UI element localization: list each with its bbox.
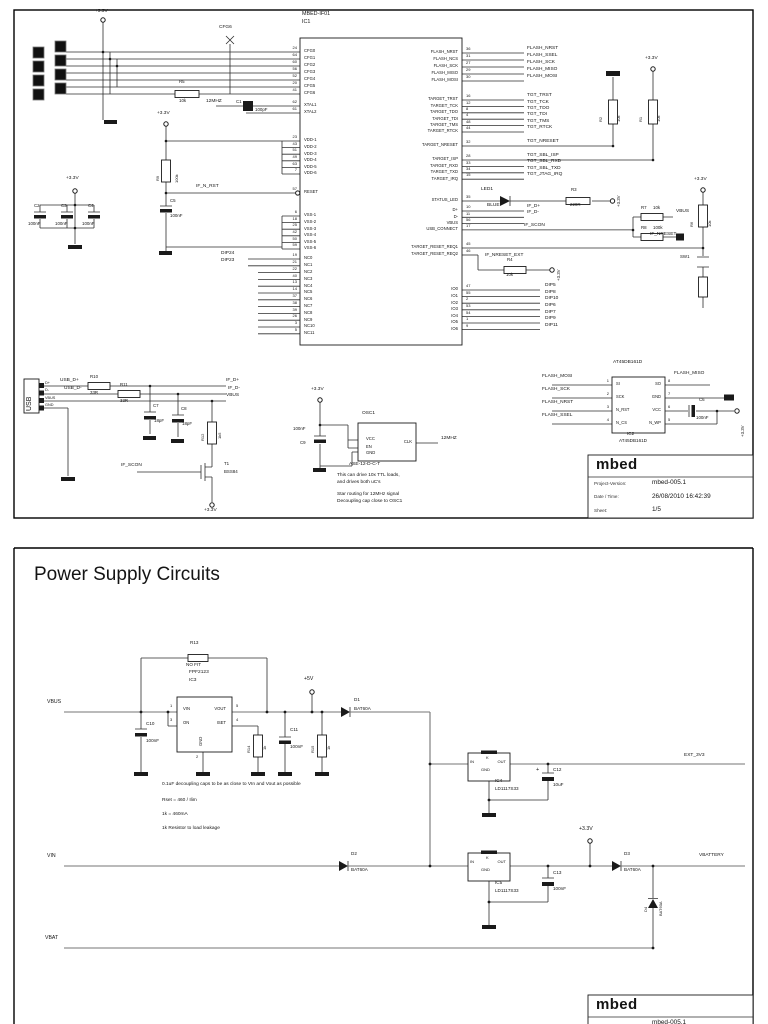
resistor-R12 bbox=[207, 421, 217, 445]
titleblock-label: Sheet: bbox=[594, 507, 608, 513]
resistor-R15 bbox=[317, 734, 327, 758]
resistor-R4 bbox=[503, 266, 527, 274]
titleblock1-box bbox=[587, 454, 754, 519]
titleblock-value: mbed-005.1 bbox=[652, 479, 687, 486]
sheet1-frame bbox=[13, 9, 754, 519]
resistor-R5 bbox=[174, 90, 200, 98]
gnd-symbol bbox=[104, 120, 117, 124]
resistor-R6 bbox=[698, 204, 708, 228]
resistor-R10 bbox=[87, 382, 111, 390]
mbed-logo: mbed bbox=[596, 996, 638, 1013]
titleblock2-box bbox=[587, 994, 754, 1024]
ic1-body bbox=[299, 37, 463, 346]
sheet2-wires bbox=[135, 657, 753, 1018]
resistor-sw bbox=[698, 276, 708, 298]
ic4-body bbox=[467, 752, 511, 782]
osc1-body bbox=[357, 422, 417, 462]
diode-D4 bbox=[648, 899, 658, 908]
resistor-R2 bbox=[608, 99, 618, 125]
resistor-R13 bbox=[187, 654, 209, 662]
ic3-body bbox=[176, 696, 233, 753]
titleblock-label: Date / Time: bbox=[594, 494, 619, 499]
resistor-R7 bbox=[640, 213, 664, 221]
titleblock-value: 26/08/2010 16:42:39 bbox=[652, 492, 711, 500]
resistor-R1 bbox=[648, 99, 658, 125]
ic5-body bbox=[467, 852, 511, 882]
titleblock-value: mbed-005.1 bbox=[652, 1018, 687, 1024]
resistor-R8 bbox=[640, 233, 664, 241]
diode-D1 bbox=[341, 707, 350, 717]
titleblock-label: Project-Version: bbox=[594, 480, 627, 486]
capacitor-C1 bbox=[243, 101, 253, 111]
led1-symbol bbox=[500, 196, 510, 206]
titleblock-value: 1/5 bbox=[652, 506, 661, 513]
resistor-R14 bbox=[253, 734, 263, 758]
sheet2-title: Power Supply Circuits bbox=[34, 564, 220, 585]
power-rails bbox=[64, 711, 745, 949]
resistor-R3 bbox=[565, 197, 591, 205]
ic2-body bbox=[611, 376, 666, 434]
sheet1-wires bbox=[34, 22, 753, 502]
usb-connector bbox=[23, 378, 40, 414]
resistor-R11 bbox=[117, 390, 141, 398]
diode-D2 bbox=[339, 861, 348, 871]
resistor-R9 bbox=[161, 159, 171, 183]
sheet2-frame bbox=[13, 547, 754, 1024]
mbed-logo: mbed bbox=[596, 456, 638, 473]
diode-D3 bbox=[612, 861, 621, 871]
inverted-pin-bubble bbox=[295, 190, 301, 196]
